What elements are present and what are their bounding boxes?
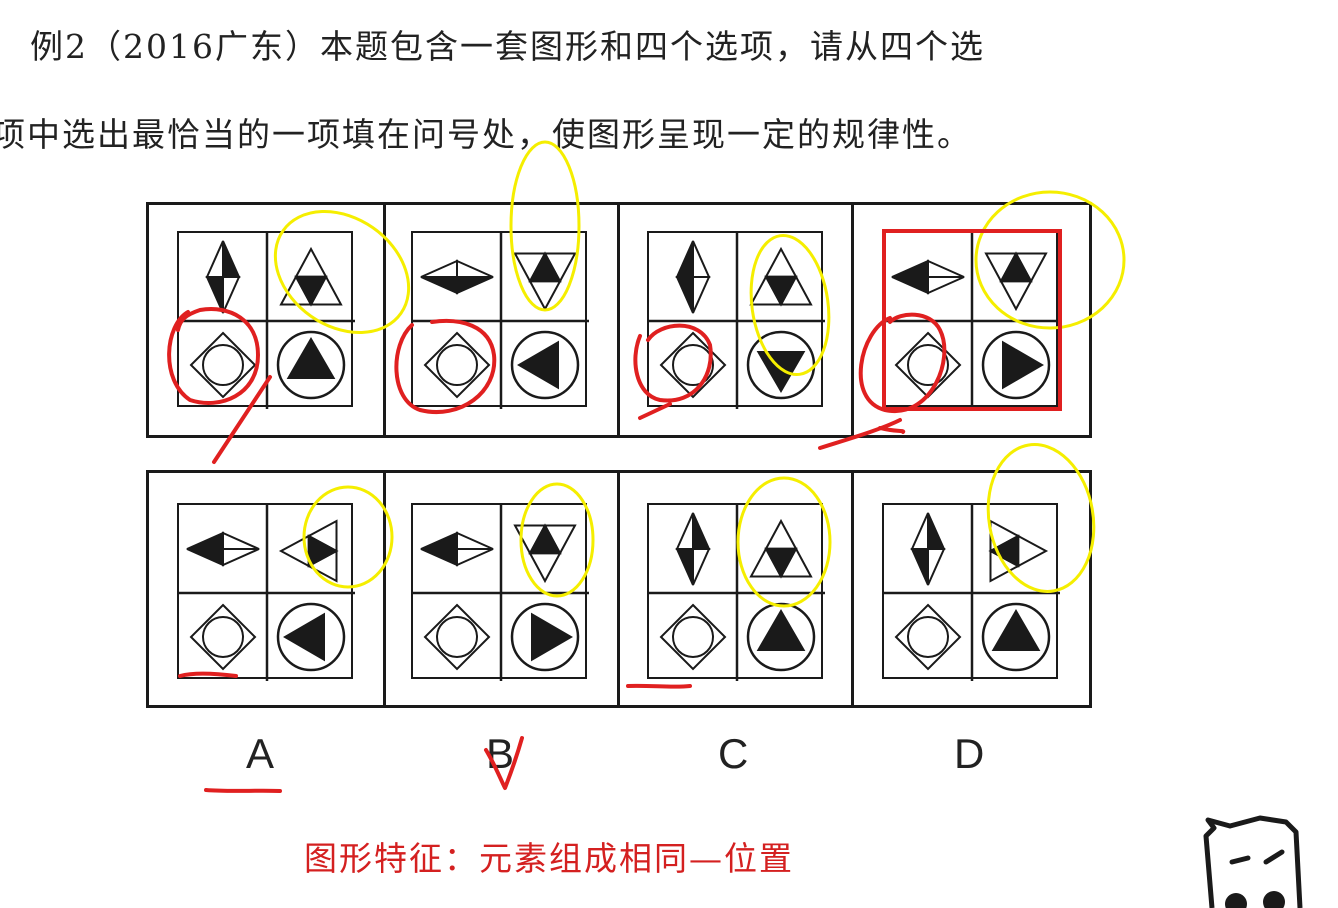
diamond-split-icon — [675, 512, 711, 586]
triangle-in-circle-icon — [746, 330, 816, 400]
triangle-split-icon — [984, 251, 1048, 312]
triangle-in-circle-icon — [276, 602, 346, 672]
diamond-split-icon — [910, 512, 946, 586]
circle-in-diamond-icon — [189, 331, 257, 399]
triangle-in-circle-icon — [276, 330, 346, 400]
question-line-1: 例2（2016广东）本题包含一套图形和四个选项，请从四个选 — [30, 27, 985, 66]
triangle-split-icon — [513, 523, 577, 584]
option-label-a[interactable]: A — [246, 730, 275, 777]
diamond-split-icon — [420, 259, 494, 295]
triangle-in-circle-icon — [981, 330, 1051, 400]
circle-in-diamond-icon — [659, 331, 727, 399]
triangle-split-icon — [278, 519, 339, 583]
diamond-split-icon — [205, 240, 241, 314]
circle-in-diamond-icon — [423, 331, 491, 399]
diamond-split-icon — [891, 259, 965, 295]
triangle-in-circle-icon — [981, 602, 1051, 672]
circle-in-diamond-icon — [894, 331, 962, 399]
option-figure-b — [411, 503, 589, 681]
circle-in-diamond-icon — [894, 603, 962, 671]
panel-divider — [617, 473, 620, 705]
triangle-split-icon — [749, 518, 813, 579]
panel-divider — [851, 473, 854, 705]
diamond-split-icon — [186, 531, 260, 567]
question-figure-panel — [146, 202, 1092, 438]
question-figure-2 — [411, 231, 589, 409]
triangle-in-circle-icon — [746, 602, 816, 672]
triangle-in-circle-icon — [510, 602, 580, 672]
triangle-split-icon — [513, 251, 577, 312]
option-figure-a — [177, 503, 355, 681]
option-label-b[interactable]: B — [486, 730, 515, 777]
triangle-split-icon — [749, 246, 813, 307]
circle-in-diamond-icon — [189, 603, 257, 671]
option-figure-c — [647, 503, 825, 681]
triangle-split-icon — [988, 519, 1049, 583]
triangle-split-icon — [279, 246, 343, 307]
question-figure-3 — [647, 231, 825, 409]
options-figure-panel — [146, 470, 1092, 708]
circle-in-diamond-icon — [423, 603, 491, 671]
figure-feature-caption: 图形特征：元素组成相同—位置 — [304, 839, 794, 878]
panel-divider — [617, 205, 620, 435]
option-label-c[interactable]: C — [718, 730, 749, 777]
question-figure-1 — [177, 231, 355, 409]
panel-divider — [383, 473, 386, 705]
diamond-split-icon — [420, 531, 494, 567]
cartoon-mascot-icon — [1203, 815, 1303, 908]
diamond-split-icon — [675, 240, 711, 314]
panel-divider — [851, 205, 854, 435]
option-figure-d — [882, 503, 1060, 681]
question-figure-4 — [882, 231, 1060, 409]
question-line-2: 项中选出最恰当的一项填在问号处，使图形呈现一定的规律性。 — [0, 115, 972, 154]
triangle-in-circle-icon — [510, 330, 580, 400]
panel-divider — [383, 205, 386, 435]
option-label-d[interactable]: D — [954, 730, 985, 777]
circle-in-diamond-icon — [659, 603, 727, 671]
red-pen-mark — [204, 788, 282, 793]
